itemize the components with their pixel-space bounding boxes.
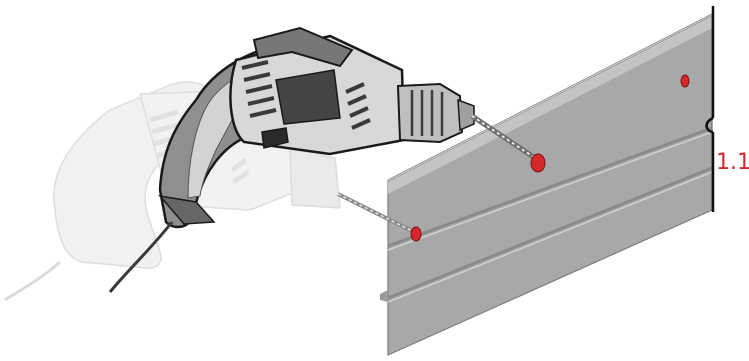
drill-icon <box>108 26 475 293</box>
drill-bit-icon <box>470 113 540 163</box>
dimension-label: 1.1 <box>716 150 749 175</box>
screw-hole-icon <box>410 226 422 242</box>
drill-bit-icon <box>337 192 415 234</box>
screw-hole-icon <box>530 153 546 173</box>
dimension-marker <box>705 6 715 212</box>
screw-holes <box>410 74 690 242</box>
screw-hole-icon <box>680 74 690 88</box>
wall-panel <box>380 13 713 356</box>
